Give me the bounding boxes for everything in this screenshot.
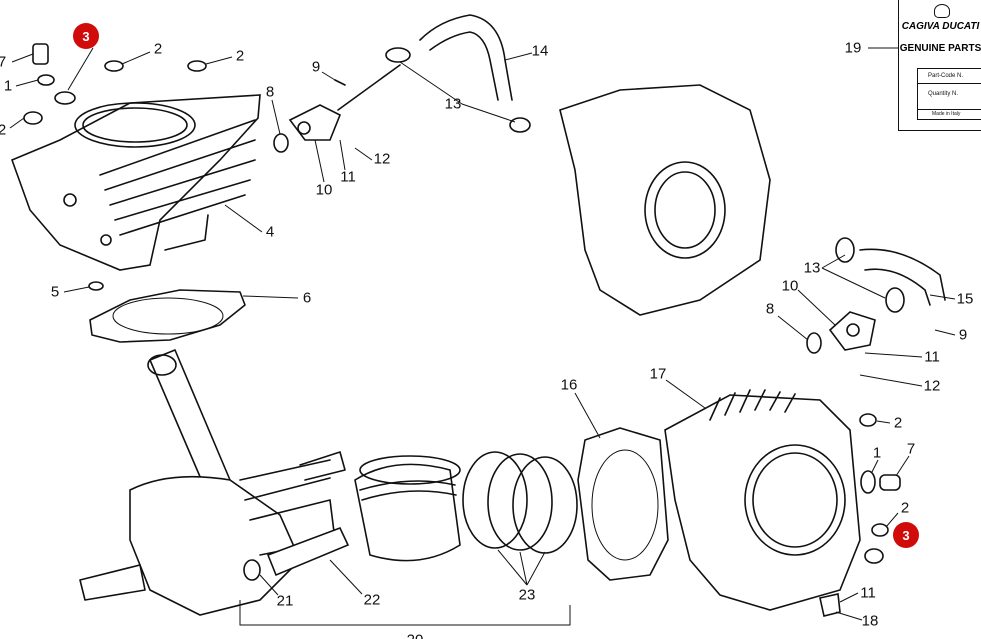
callout-label: 12	[373, 150, 391, 168]
brand-logo-icon	[934, 4, 950, 18]
callout-label: 17	[649, 365, 667, 383]
callout-label: 19	[844, 39, 862, 57]
callout-label: 16	[560, 376, 578, 394]
base-gasket-part	[89, 289, 246, 343]
callout-label: 7	[906, 440, 916, 458]
card-fields-box: Part-Code N. Quantity N. Made in Italy	[917, 68, 981, 120]
callout-label: 10	[315, 181, 333, 199]
genuine-parts-card: CAGIVA DUCATI GENUINE PARTS Part-Code N.…	[898, 0, 981, 131]
callout-label: 10	[781, 277, 799, 295]
callout-label: 22	[363, 591, 381, 609]
card-quantity-field: Quantity N.	[928, 91, 959, 97]
callout-label: 2	[893, 414, 903, 432]
callout-label: 11	[340, 168, 356, 186]
callout-label: 7	[0, 53, 7, 71]
callout-label: 9	[958, 326, 968, 344]
callout-label: 8	[765, 300, 775, 318]
callout-label: 2	[900, 499, 910, 517]
callout-label: 12	[923, 377, 941, 395]
dowel-pin-part	[32, 43, 49, 65]
callout-label: 8	[265, 83, 275, 101]
crankshaft-part	[79, 349, 346, 616]
callout-label: 6	[302, 289, 312, 307]
card-subtitle: GENUINE PARTS	[899, 43, 981, 54]
callout-label: 4	[265, 223, 275, 241]
head-gasket-part	[577, 427, 669, 581]
cylinder-head-part	[664, 394, 861, 611]
callout-label: 18	[861, 612, 879, 630]
callout-label: 5	[50, 283, 60, 301]
callout-label: 2	[153, 40, 163, 58]
highlighted-callout-badge[interactable]: 3	[73, 23, 99, 49]
callout-label: 13	[444, 95, 462, 113]
hose-part	[419, 14, 513, 101]
callout-label: 21	[276, 592, 294, 610]
highlighted-callout-badge[interactable]: 3	[893, 522, 919, 548]
crankcase-cover-part	[559, 84, 771, 316]
callout-label: 20	[407, 633, 424, 639]
piston-part	[354, 463, 461, 562]
piston-ring-part	[462, 451, 528, 549]
callout-label: 23	[518, 586, 536, 604]
callout-label: 11	[860, 584, 876, 602]
callout-label: 9	[311, 58, 321, 76]
cylinder-part	[10, 94, 261, 271]
callout-label: 2	[0, 121, 7, 139]
card-footer: Made in Italy	[932, 111, 961, 117]
callout-label: 2	[235, 47, 245, 65]
callout-label: 1	[3, 77, 13, 95]
callout-label: 1	[872, 444, 882, 462]
callout-label: 15	[956, 290, 974, 308]
card-part-code-field: Part-Code N.	[928, 73, 964, 79]
callout-label: 11	[924, 348, 940, 366]
callout-label: 14	[531, 42, 549, 60]
card-brand: CAGIVA DUCATI	[901, 21, 980, 32]
callout-label: 13	[803, 259, 821, 277]
